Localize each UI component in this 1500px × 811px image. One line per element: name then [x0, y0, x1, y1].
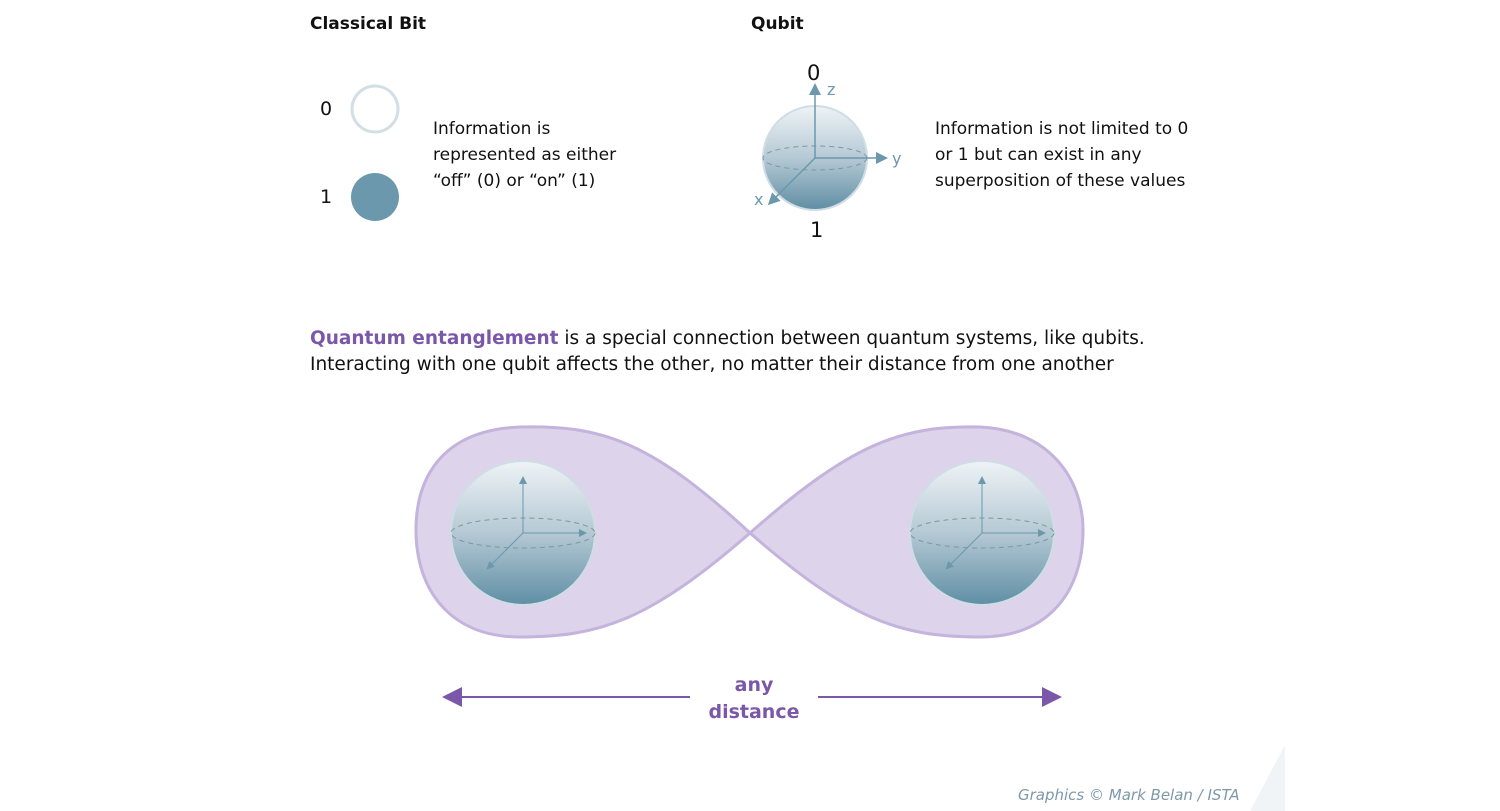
distance-label: any distance — [690, 672, 818, 726]
axis-z-label: z — [827, 80, 836, 99]
distance-line1: any — [734, 674, 774, 696]
bit-one-circle — [351, 173, 399, 221]
left-qubit-sphere — [450, 460, 596, 606]
entanglement-term: Quantum entanglement — [310, 328, 559, 349]
qubit-sphere — [762, 83, 888, 211]
desc-line: “off” (0) or “on” (1) — [433, 171, 596, 191]
desc-line: represented as either — [433, 145, 617, 165]
axis-y-label: y — [892, 149, 902, 168]
bit-one-label: 1 — [320, 186, 333, 208]
qubit-title: Qubit — [751, 14, 804, 34]
credit: Graphics © Mark Belan / ISTA — [1018, 786, 1240, 804]
desc-line: Information is — [433, 119, 551, 139]
qubit-description: Information is not limited to 0 or 1 but… — [935, 116, 1188, 194]
desc-line: or 1 but can exist in any — [935, 145, 1142, 165]
desc-line: superposition of these values — [935, 171, 1186, 191]
qubit-state-zero: 0 — [807, 61, 821, 85]
corner-decoration — [1250, 745, 1285, 811]
classical-description: Information is represented as either “of… — [433, 116, 616, 194]
desc-line: Information is not limited to 0 — [935, 119, 1189, 139]
bit-zero-label: 0 — [320, 98, 333, 120]
classical-bit-title: Classical Bit — [310, 14, 427, 34]
entanglement-line2: Interacting with one qubit affects the o… — [310, 354, 1114, 375]
entanglement-lobes — [414, 425, 1085, 639]
bit-zero-circle — [350, 84, 400, 134]
qubit-state-one: 1 — [810, 218, 824, 242]
distance-line2: distance — [708, 701, 800, 723]
axis-x-label: x — [754, 190, 764, 209]
entanglement-text: Quantum entanglement is a special connec… — [310, 326, 1145, 378]
entanglement-line1: is a special connection between quantum … — [558, 328, 1145, 349]
right-qubit-sphere — [909, 460, 1055, 606]
